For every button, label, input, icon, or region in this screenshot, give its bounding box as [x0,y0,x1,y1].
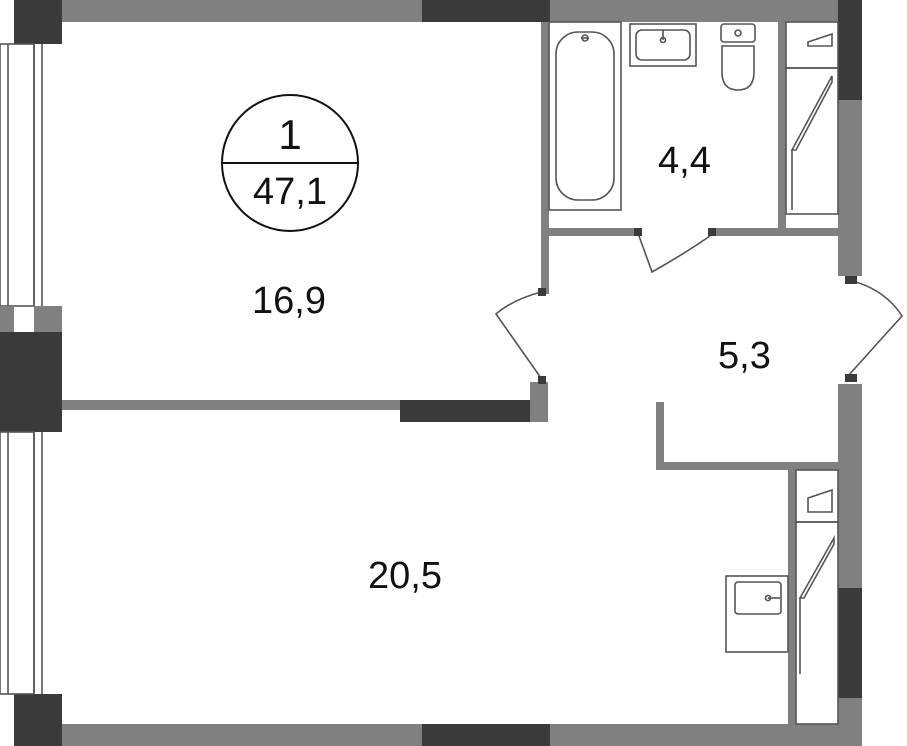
structural-columns [14,0,862,746]
wall-bath-bottom-right [710,228,838,236]
doors [494,228,904,384]
interior-walls [62,22,838,724]
bathtub-icon [548,21,622,211]
window-lower [0,431,43,695]
column-interior [400,400,530,422]
door-entrance [847,279,904,377]
apartment-badge [221,94,359,232]
wall-niche [788,470,796,724]
wall-partition [62,400,400,410]
wall-bath-left [541,22,549,294]
window-upper [0,43,62,432]
door-bedroom [494,291,542,379]
wall-bath-bottom-left [541,228,639,236]
shaft-lower [795,469,839,725]
column-left-middle [14,332,62,432]
wall-shaft [778,22,786,232]
bedroom-area: 16,9 [252,280,326,322]
bathroom-area: 4,4 [658,140,711,182]
sink-icon [629,23,697,67]
wall-partition-stub [530,382,548,422]
column-right-lower [838,588,862,698]
rooms-count: 1 [278,111,302,158]
column-top-left [14,0,62,44]
wall-closet-vertical [656,402,664,470]
shaft-upper [785,21,839,215]
column-top-middle [422,0,550,22]
column-bottom-left [14,694,62,746]
column-top-right [838,0,862,100]
living-kitchen-area: 20,5 [368,555,442,597]
toilet-icon [720,23,756,91]
total-area: 47,1 [253,171,327,213]
wall-closet-horizontal [656,462,838,470]
kitchen-sink-icon [725,575,789,653]
hall-area: 5,3 [718,335,771,377]
door-bathroom [638,235,711,274]
column-bottom-middle [422,724,550,746]
